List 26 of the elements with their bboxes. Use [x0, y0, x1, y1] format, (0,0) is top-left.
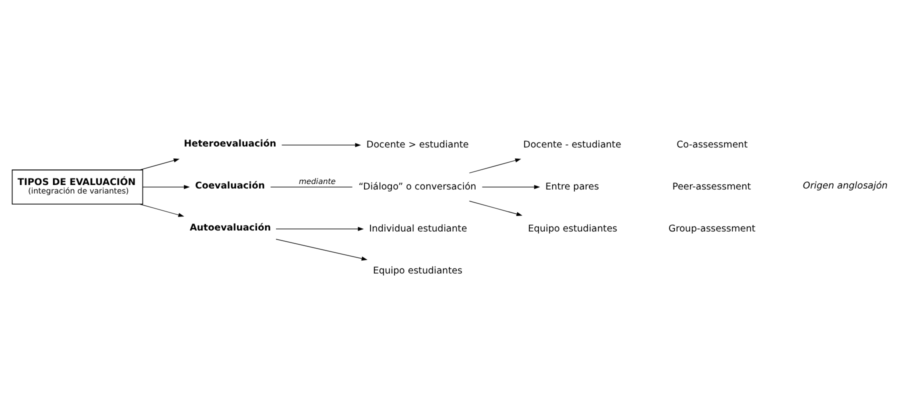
connector	[270, 186, 353, 187]
node-text: Individual estudiante	[369, 222, 468, 234]
arrow	[139, 203, 184, 216]
node-text: Docente > estudiante	[366, 138, 469, 150]
arrow	[469, 158, 522, 173]
arrow	[276, 226, 364, 231]
node-text: Group-assessment	[668, 222, 756, 234]
node-text: “Diálogo” o conversación	[358, 180, 476, 192]
node-text: Autoevaluación	[190, 222, 271, 234]
node-box: TIPOS DE EVALUACIÓN (integración de variantes)	[12, 169, 144, 204]
node-text: Co-assessment	[676, 138, 748, 150]
arrow	[282, 142, 362, 147]
node-text: Coevaluación	[195, 180, 265, 192]
arrow	[482, 184, 540, 189]
arrow	[139, 158, 180, 170]
arrow	[142, 184, 190, 189]
node-text: Equipo estudiantes	[528, 222, 618, 234]
arrow	[276, 238, 368, 260]
node-text: Docente - estudiante	[523, 138, 622, 150]
node-text: Peer-assessment	[672, 180, 751, 192]
edge-label: mediante	[298, 176, 336, 186]
arrow	[469, 200, 522, 216]
label: Origen anglosajón	[802, 180, 888, 192]
node-text: Heteroevaluación	[184, 138, 276, 150]
node-text: Equipo estudiantes	[373, 264, 462, 276]
node-text: Entre pares	[545, 180, 600, 192]
